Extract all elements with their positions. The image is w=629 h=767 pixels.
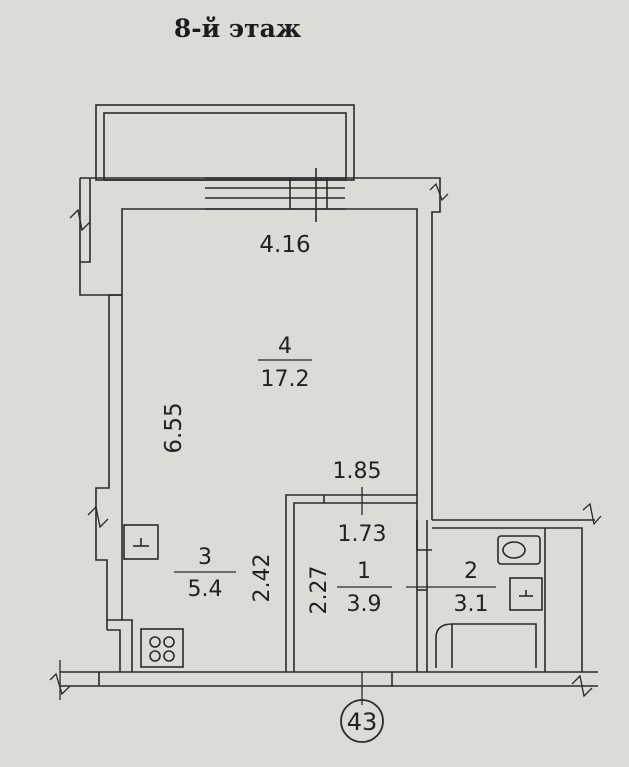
toilet-icon bbox=[497, 535, 543, 611]
room-1-number: 1 bbox=[357, 559, 371, 584]
dim-room-height: 6.55 bbox=[161, 402, 187, 453]
dim-bath-side: 2.27 bbox=[307, 566, 332, 615]
room-3-number: 3 bbox=[198, 545, 212, 570]
room-2-number: 2 bbox=[464, 559, 478, 584]
room-2-area: 3.1 bbox=[454, 592, 489, 617]
dim-bath-top-inner: 1.73 bbox=[338, 522, 387, 547]
break-marks bbox=[49, 182, 602, 700]
room-4-area: 17.2 bbox=[261, 367, 310, 392]
interior-walls bbox=[285, 494, 432, 672]
axis-marker bbox=[340, 699, 384, 743]
balcony bbox=[95, 104, 355, 181]
dimension-lines bbox=[174, 359, 496, 705]
room-1-area: 3.9 bbox=[347, 592, 382, 617]
dim-bath-top-outer: 1.85 bbox=[333, 459, 382, 484]
dim-kitchen-side: 2.42 bbox=[250, 554, 275, 603]
stove-icon bbox=[140, 628, 184, 668]
window bbox=[205, 168, 345, 222]
axis-label: 43 bbox=[347, 708, 378, 736]
page-title: 8-й этаж bbox=[173, 14, 302, 43]
room-3-area: 5.4 bbox=[188, 577, 223, 602]
room-4-number: 4 bbox=[278, 334, 292, 359]
bathtub-icon bbox=[435, 623, 537, 668]
dim-top-width: 4.16 bbox=[259, 232, 310, 258]
sink-icon bbox=[123, 524, 159, 560]
